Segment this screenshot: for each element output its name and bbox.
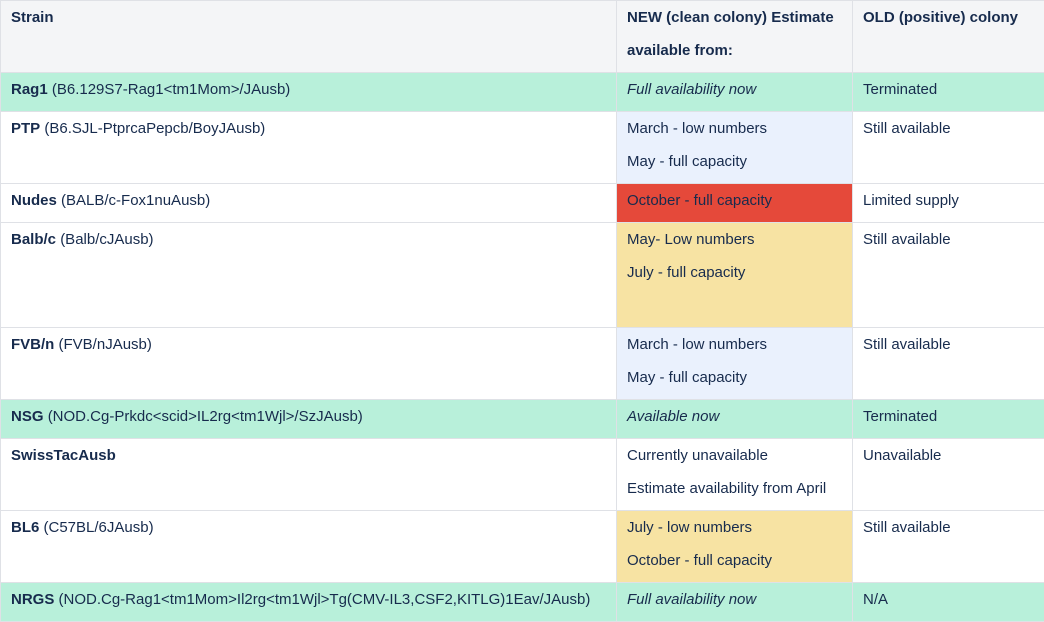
old-colony-cell: Limited supply (853, 184, 1044, 223)
table-row: Nudes (BALB/c-Fox1nuAusb) October - full… (1, 184, 1044, 223)
header-old-colony: OLD (positive) colony (853, 1, 1044, 73)
strain-detail: (C57BL/6JAusb) (44, 519, 154, 536)
old-colony-cell: Terminated (853, 73, 1044, 112)
strain-detail: (NOD.Cg-Prkdc<scid>IL2rg<tm1Wjl>/SzJAusb… (48, 408, 363, 425)
strain-cell: NRGS (NOD.Cg-Rag1<tm1Mom>Il2rg<tm1Wjl>Tg… (1, 583, 617, 622)
strain-name: BL6 (11, 519, 39, 536)
strain-name: SwissTacAusb (11, 447, 116, 464)
old-colony-cell: Still available (853, 511, 1044, 583)
old-colony-cell: Still available (853, 328, 1044, 400)
strain-name: Nudes (11, 192, 57, 209)
strain-detail: (Balb/cJAusb) (60, 231, 153, 248)
header-strain: Strain (1, 1, 617, 73)
old-colony-cell: Unavailable (853, 439, 1044, 511)
strain-detail: (B6.129S7-Rag1<tm1Mom>/JAusb) (52, 81, 290, 98)
strain-cell: Nudes (BALB/c-Fox1nuAusb) (1, 184, 617, 223)
strain-cell: FVB/n (FVB/nJAusb) (1, 328, 617, 400)
strain-cell: PTP (B6.SJL-PtprcaPepcb/BoyJAusb) (1, 112, 617, 184)
strain-cell: BL6 (C57BL/6JAusb) (1, 511, 617, 583)
old-colony-cell: Still available (853, 112, 1044, 184)
strain-name: Rag1 (11, 81, 48, 98)
strain-detail: (FVB/nJAusb) (59, 336, 152, 353)
header-new-colony: NEW (clean colony) Estimate available fr… (617, 1, 853, 73)
old-colony-cell: N/A (853, 583, 1044, 622)
strain-detail: (B6.SJL-PtprcaPepcb/BoyJAusb) (44, 120, 265, 137)
strain-cell: Balb/c (Balb/cJAusb) (1, 223, 617, 328)
table-row: NRGS (NOD.Cg-Rag1<tm1Mom>Il2rg<tm1Wjl>Tg… (1, 583, 1044, 622)
strain-cell: SwissTacAusb (1, 439, 617, 511)
table-row: NSG (NOD.Cg-Prkdc<scid>IL2rg<tm1Wjl>/SzJ… (1, 400, 1044, 439)
new-colony-cell: October - full capacity (617, 184, 853, 223)
strain-detail: (BALB/c-Fox1nuAusb) (61, 192, 210, 209)
strain-name: PTP (11, 120, 40, 137)
strain-name: Balb/c (11, 231, 56, 248)
new-colony-cell: Full availability now (617, 583, 853, 622)
old-colony-cell: Terminated (853, 400, 1044, 439)
table-row: PTP (B6.SJL-PtprcaPepcb/BoyJAusb) March … (1, 112, 1044, 184)
new-colony-cell: Full availability now (617, 73, 853, 112)
new-colony-cell: Available now (617, 400, 853, 439)
header-new-line1: NEW (clean colony) (627, 9, 767, 26)
table-row: Rag1 (B6.129S7-Rag1<tm1Mom>/JAusb) Full … (1, 73, 1044, 112)
strain-detail: (NOD.Cg-Rag1<tm1Mom>Il2rg<tm1Wjl>Tg(CMV-… (59, 591, 591, 608)
strain-name: FVB/n (11, 336, 54, 353)
old-colony-cell: Still available (853, 223, 1044, 328)
strain-cell: Rag1 (B6.129S7-Rag1<tm1Mom>/JAusb) (1, 73, 617, 112)
strain-name: NSG (11, 408, 44, 425)
table-header-row: Strain NEW (clean colony) Estimate avail… (1, 1, 1044, 73)
strain-cell: NSG (NOD.Cg-Prkdc<scid>IL2rg<tm1Wjl>/SzJ… (1, 400, 617, 439)
strain-name: NRGS (11, 591, 54, 608)
